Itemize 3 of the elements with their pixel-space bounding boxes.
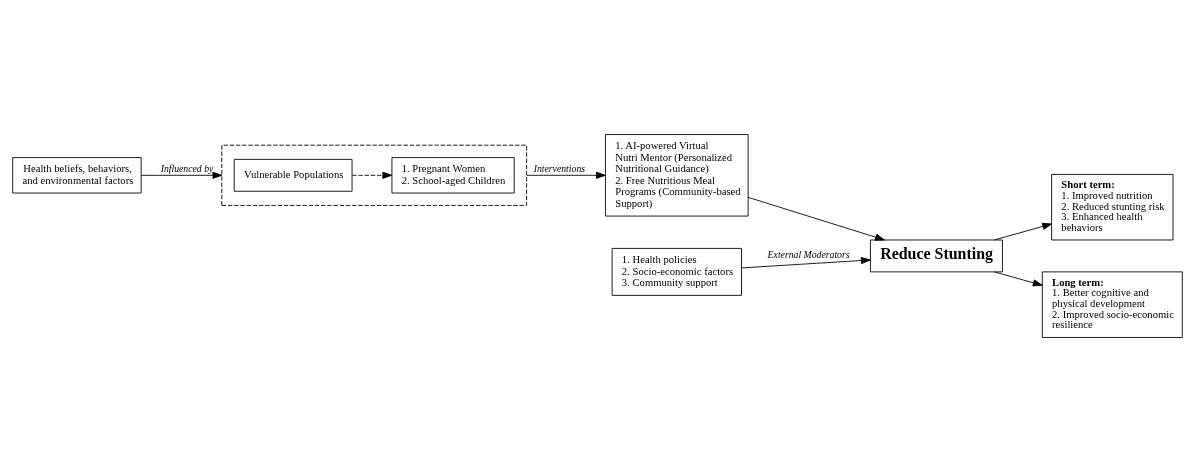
edge-label: Interventions: [533, 162, 586, 174]
edge-label: External Moderators: [767, 248, 850, 260]
edge-label: Influenced by: [160, 162, 214, 174]
